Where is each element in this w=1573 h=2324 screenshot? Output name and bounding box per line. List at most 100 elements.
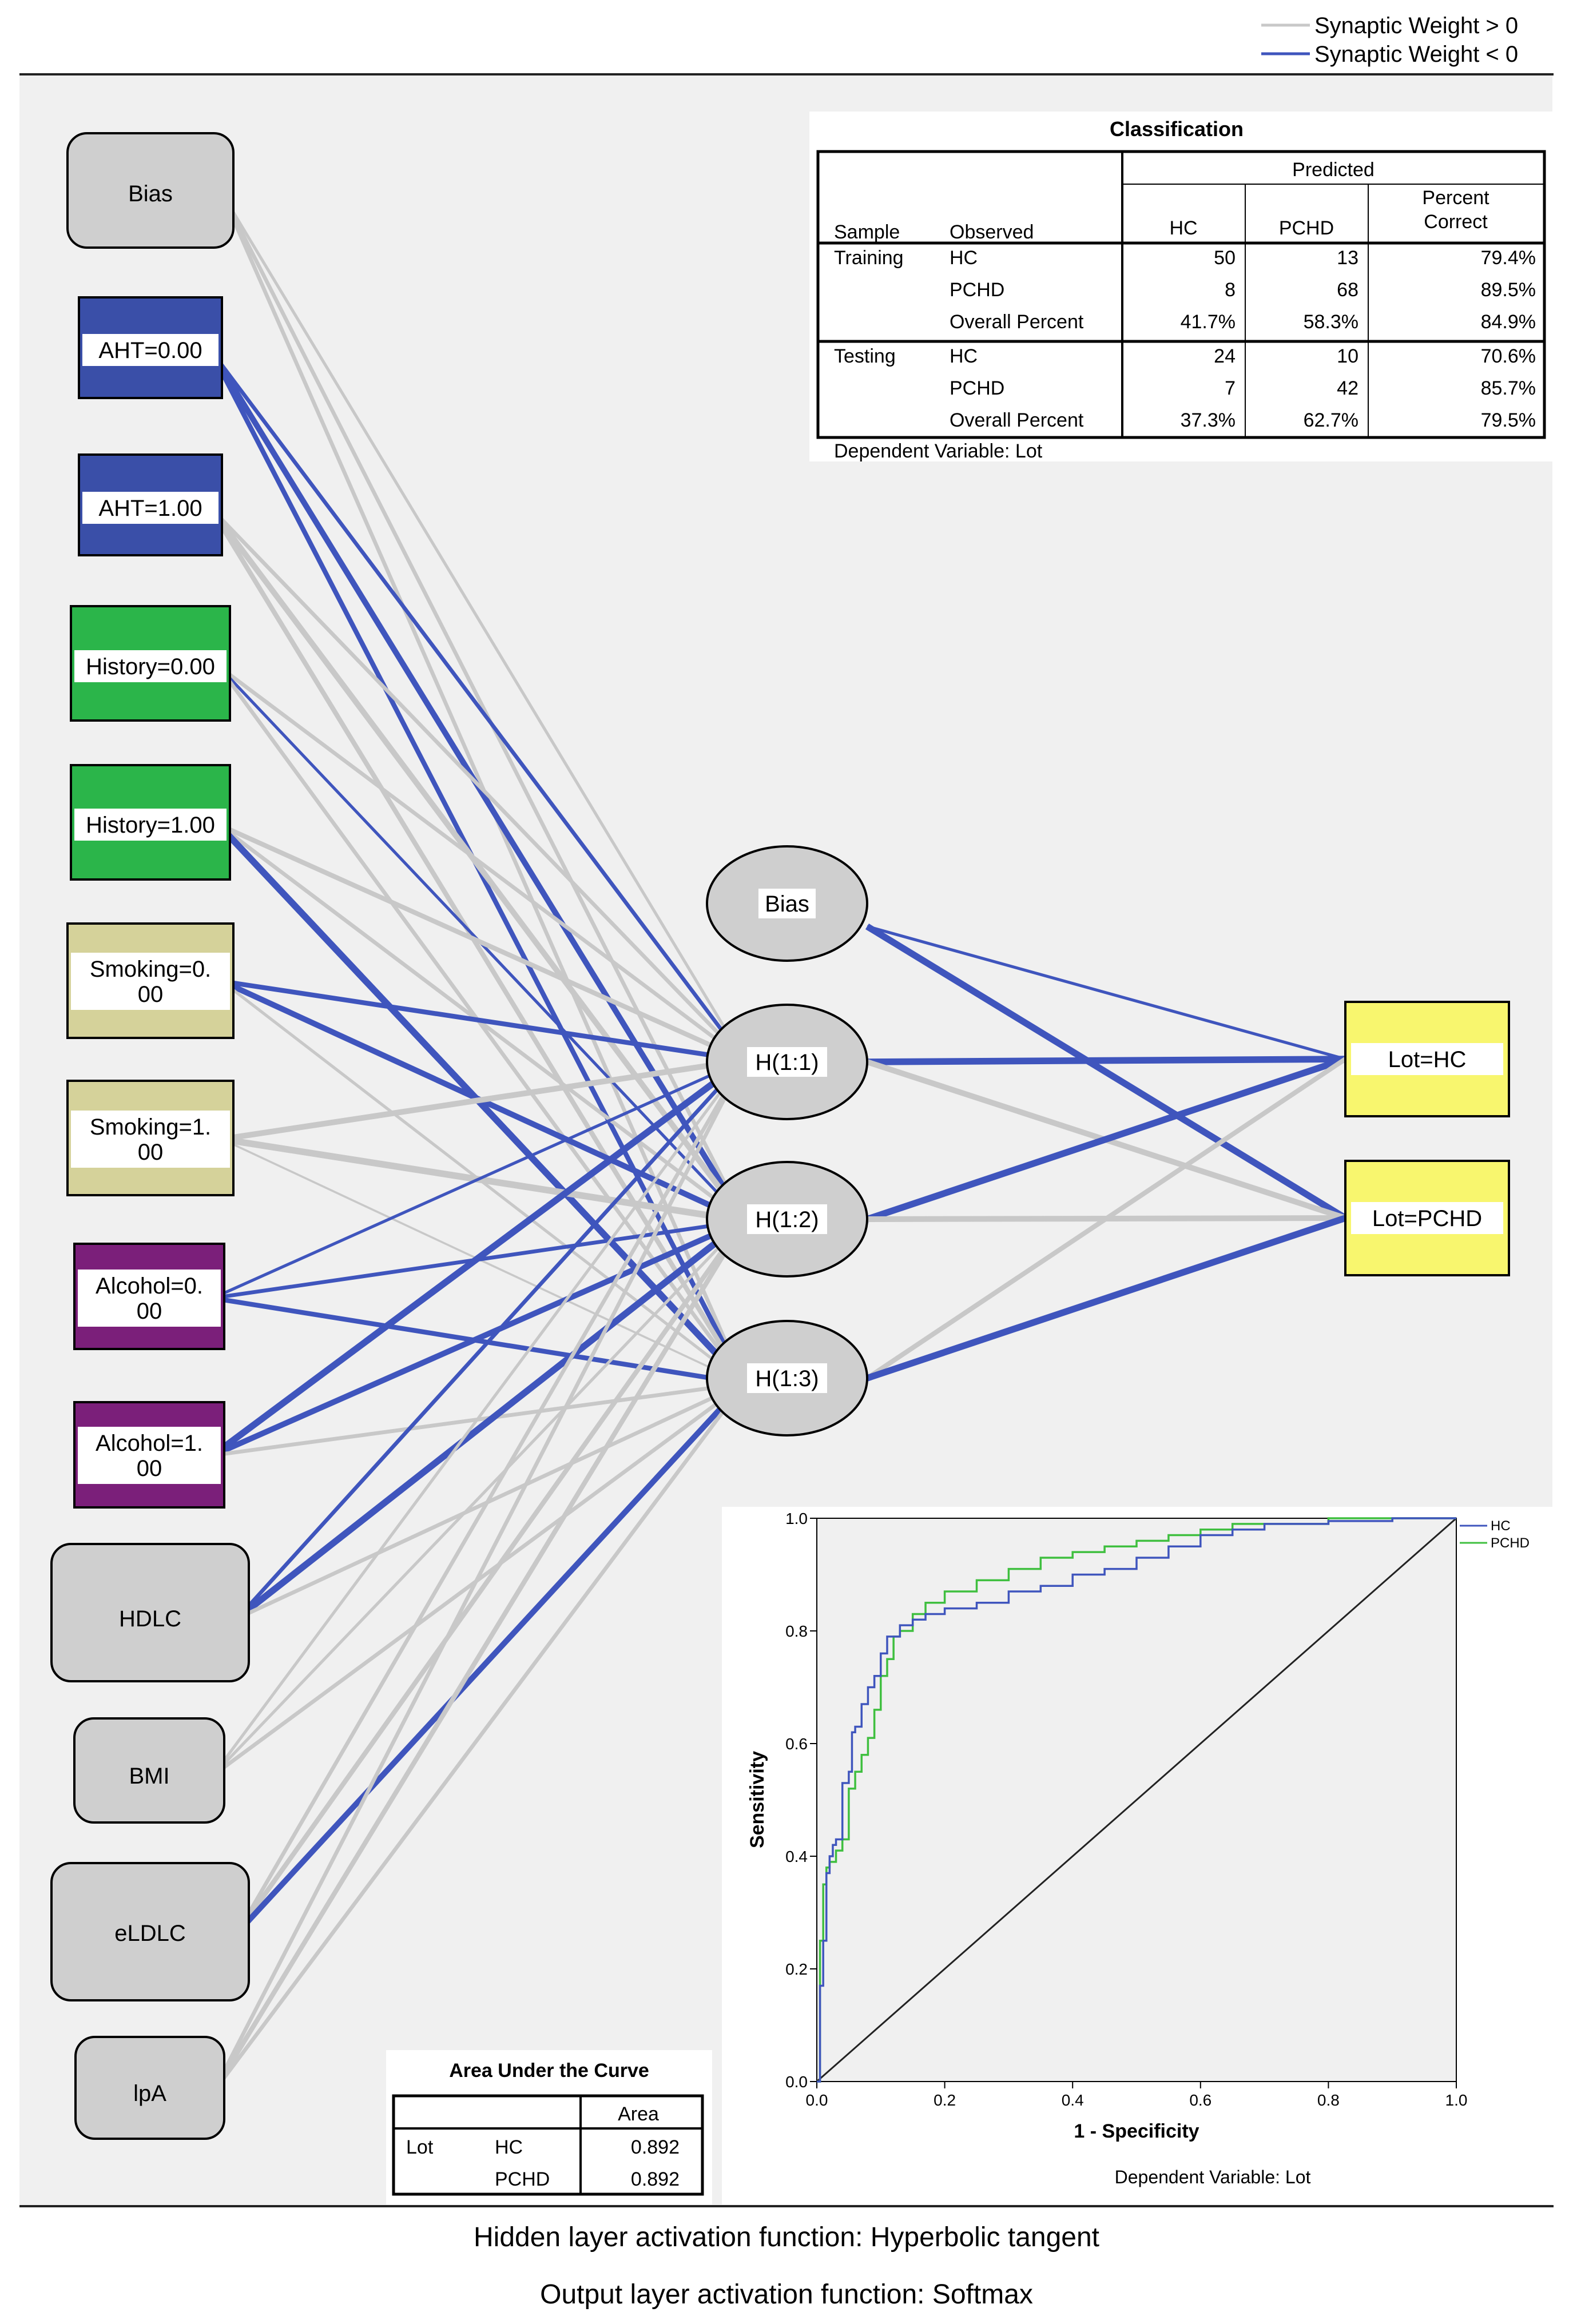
hidden-node: Bias <box>706 845 868 962</box>
input-node: eLDLC <box>50 1862 250 2001</box>
hidden-node: H(1:3) <box>706 1320 868 1436</box>
output-node-label-bg <box>1351 1043 1503 1075</box>
input-hidden-weight <box>209 348 734 1046</box>
row-observed: PCHD <box>950 377 1004 399</box>
input-node: Smoking=0.00 <box>66 922 235 1039</box>
row-pchd-value: 42 <box>1337 377 1358 399</box>
hidden-output-weight <box>866 1215 1346 1382</box>
synaptic-weights <box>208 192 1348 2095</box>
row-sample: Testing <box>834 345 896 367</box>
x-tick-label: 0.8 <box>1317 2091 1340 2109</box>
classification-frame <box>816 150 1546 439</box>
input-node-label-bg <box>71 953 230 1010</box>
row-hc-value: 24 <box>1214 345 1236 367</box>
row-percent-correct: 89.5% <box>1481 279 1536 301</box>
output-node-label: Lot=HC <box>1388 1047 1467 1072</box>
input-hidden-weight <box>221 1059 733 1142</box>
row-percent-correct: 84.9% <box>1481 311 1536 333</box>
auc-frame <box>392 2094 704 2196</box>
row-pchd-value: 13 <box>1337 247 1358 269</box>
input-node: AHT=1.00 <box>78 453 223 556</box>
input-hidden-weight <box>212 1232 734 1777</box>
input-node: Smoking=1.00 <box>66 1080 235 1196</box>
input-hidden-weight <box>209 506 734 1050</box>
roc-diagonal <box>816 1517 1457 2083</box>
hidden-node-label-bg <box>758 889 816 918</box>
output-node: Lot=HC <box>1344 1001 1510 1117</box>
input-node-box <box>50 1543 250 1682</box>
classification-background <box>809 112 1553 461</box>
input-hidden-weight <box>212 1383 733 1458</box>
predicted-header: Predicted <box>1292 159 1375 181</box>
auc-row: PCHD 0.892 <box>495 2168 680 2190</box>
input-node: Alcohol=1.00 <box>73 1401 225 1509</box>
input-node: History=0.00 <box>70 605 231 722</box>
auc-row-category: PCHD <box>495 2168 550 2190</box>
auc-title: Area Under the Curve <box>449 2060 649 2082</box>
row-observed: PCHD <box>950 279 1004 301</box>
output-node-label-bg <box>1351 1202 1503 1234</box>
input-node-label-bg <box>74 809 227 841</box>
input-node-label-bg <box>78 1270 221 1327</box>
hidden-output-weight <box>867 1056 1346 1065</box>
col-header-hc: HC <box>1169 217 1197 239</box>
input-node-label: HDLC <box>119 1606 181 1631</box>
row-hc-value: 7 <box>1225 377 1236 399</box>
col-header-pchd: PCHD <box>1279 217 1334 239</box>
roc-series <box>817 1517 1456 2083</box>
hidden-node-label-bg <box>747 1363 827 1393</box>
input-node: BMI <box>73 1717 225 1824</box>
input-node: lpA <box>74 2036 225 2140</box>
hidden-node-label-bg <box>747 1047 827 1077</box>
x-tick-label: 0.2 <box>934 2091 956 2109</box>
input-node-label: Alcohol=0.00 <box>96 1274 203 1324</box>
input-hidden-weight <box>211 1397 734 2095</box>
x-tick-label: 0.0 <box>806 2091 828 2109</box>
input-node-label: History=1.00 <box>86 813 215 838</box>
hidden-node: H(1:2) <box>706 1161 868 1278</box>
row-pchd-value: 62.7% <box>1304 409 1358 431</box>
row-observed: Overall Percent <box>950 311 1084 333</box>
roc-x-axis-label: 1 - Specificity <box>1074 2120 1199 2142</box>
input-hidden-weight <box>220 192 735 1200</box>
network-nodes: BiasAHT=0.00AHT=1.00History=0.00History=… <box>50 132 1510 2140</box>
hidden-output-weight <box>866 1056 1346 1223</box>
input-node-label: eLDLC <box>114 1921 186 1946</box>
legend-positive-label: Synaptic Weight > 0 <box>1314 13 1518 38</box>
roc-legend-label: PCHD <box>1491 1535 1530 1551</box>
input-hidden-weight <box>210 1066 735 1458</box>
row-percent-correct: 79.5% <box>1481 409 1536 431</box>
auc-row-area: 0.892 <box>631 2168 680 2190</box>
input-node-box <box>73 1717 225 1824</box>
input-hidden-weight <box>221 978 733 1061</box>
row-sample: Training <box>834 247 904 269</box>
input-node-label-bg <box>82 334 219 366</box>
input-node: HDLC <box>50 1543 250 1682</box>
row-observed: HC <box>950 247 978 269</box>
auc-row-variable: Lot <box>406 2136 434 2158</box>
auc-row-area: 0.892 <box>631 2136 680 2158</box>
input-node: History=1.00 <box>70 764 231 881</box>
classification-table: Classification Predicted Sample Observed… <box>809 112 1553 462</box>
input-node-label: Bias <box>128 181 173 206</box>
input-hidden-weight <box>235 1235 735 1935</box>
output-node-label: Lot=PCHD <box>1372 1206 1482 1231</box>
input-node-label: Smoking=1.00 <box>90 1115 211 1165</box>
output-activation-caption: Output layer activation function: Softma… <box>540 2279 1033 2310</box>
input-node-label-bg <box>71 1111 230 1168</box>
hidden-output-weight <box>865 1057 1347 1380</box>
y-tick-label: 0.8 <box>785 1622 808 1640</box>
y-tick-label: 0.4 <box>785 1848 808 1865</box>
input-node: AHT=0.00 <box>78 296 223 399</box>
input-hidden-weight <box>210 1238 735 2095</box>
